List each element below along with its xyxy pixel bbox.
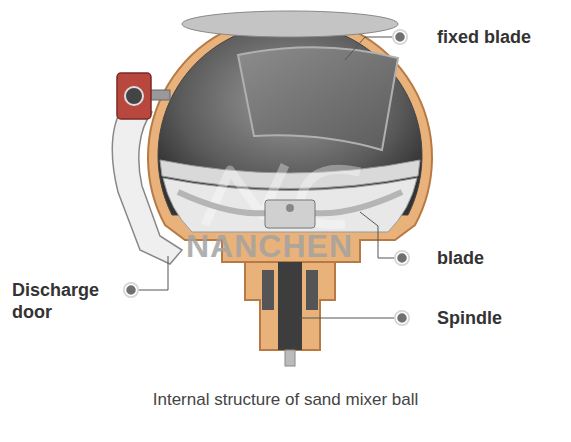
leader-dot [126, 285, 137, 296]
door-bracket [117, 73, 151, 119]
leader-lines [138, 37, 395, 318]
blade-arm [314, 192, 402, 213]
shaft-end [285, 350, 295, 366]
part-label: fixed blade [437, 26, 531, 48]
part-label: Spindle [437, 307, 502, 329]
bearing [306, 270, 318, 310]
housing-shell [148, 16, 432, 262]
caption: Internal structure of sand mixer ball [153, 389, 419, 411]
leader-dot [395, 32, 406, 43]
lower-bowl [163, 178, 417, 232]
door-pivot [125, 87, 143, 105]
leader-line [345, 37, 393, 60]
leader-dots [123, 29, 410, 326]
leader-dot [397, 253, 408, 264]
blade-hub [265, 200, 315, 228]
spindle-housing [245, 262, 335, 350]
part-label: blade [437, 247, 484, 269]
discharge-door-arm [112, 100, 182, 264]
part-label: Discharge door [12, 279, 116, 323]
leader-line [138, 256, 168, 290]
fixed-blade-shape [238, 47, 398, 150]
leader-line [360, 212, 395, 258]
blade-arm [178, 192, 266, 213]
leader-dot [394, 250, 410, 266]
bearing [262, 270, 274, 310]
watermark: NANCHEN [186, 229, 353, 263]
spindle-shaft [278, 262, 302, 350]
leader-line [300, 318, 395, 319]
top-opening [182, 11, 398, 37]
leader-dot [123, 282, 139, 298]
door-link [150, 90, 170, 100]
leader-dot [397, 313, 408, 324]
leader-dot [394, 310, 410, 326]
leader-dot [392, 29, 408, 45]
hub-bolt [286, 204, 294, 212]
